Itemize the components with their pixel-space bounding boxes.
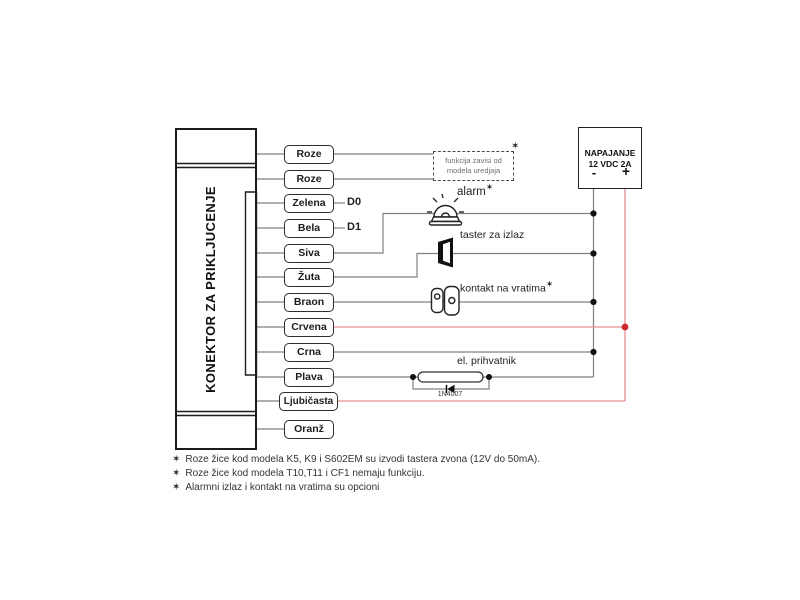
wire-label-crna: Crna [284, 342, 334, 362]
wire-zuta-taster [334, 254, 594, 278]
power-title-line2: 12 VDC 2A [588, 159, 632, 169]
wire-label-roze-1: Roze [284, 144, 334, 164]
electric-strike-icon [418, 372, 483, 382]
wire-label-ljubicasta: Ljubičasta [279, 391, 338, 411]
alarm-label: alarm✶ [457, 182, 494, 198]
connector-title-text: KONEKTOR ZA PRIKLJUCENJE [202, 185, 218, 393]
footnote-2-star: ✶ [172, 468, 181, 479]
alarm-star: ✶ [485, 182, 494, 192]
wire-label-braon: Braon [284, 292, 334, 312]
footnote-2-text: Roze žice kod modela T10,T11 i CF1 nemaj… [185, 468, 425, 479]
door-contact-star: ✶ [545, 279, 554, 289]
connector-title: KONEKTOR ZA PRIKLJUCENJE [172, 128, 248, 450]
door-contact-label: kontakt na vratima✶ [460, 279, 554, 295]
junction-dots [410, 210, 629, 380]
alarm-icon [427, 194, 464, 225]
footnote-1: ✶ Roze žice kod modela K5, K9 i S602EM s… [172, 454, 540, 468]
wire-label-bela: Bela [284, 218, 334, 238]
footnote-1-text: Roze žice kod modela K5, K9 i S602EM su … [185, 454, 541, 465]
footnote-1-star: ✶ [172, 454, 181, 465]
wire-label-zelena: Zelena [284, 193, 334, 213]
power-title-line1: NAPAJANJE [584, 148, 636, 158]
function-box-line2: modela uredjaja [446, 166, 501, 175]
connector-box [175, 128, 257, 450]
wire-label-siva: Siva [284, 243, 334, 263]
footnote-2: ✶ Roze žice kod modela T10,T11 i CF1 nem… [172, 468, 540, 482]
power-supply-box: NAPAJANJE 12 VDC 2A - + [578, 127, 642, 189]
diode-part-number: 1N4007 [437, 391, 463, 398]
footnotes: ✶ Roze žice kod modela K5, K9 i S602EM s… [172, 454, 540, 496]
power-minus-terminal: - [591, 165, 597, 180]
diode-icon [447, 384, 455, 394]
function-box-star: ✶ [511, 141, 520, 152]
signal-d1-label: D1 [347, 221, 362, 233]
electric-strike-label: el. prihvatnik [457, 355, 516, 367]
exit-button-door-icon [438, 237, 453, 268]
wire-label-roze-2: Roze [284, 169, 334, 189]
signal-wires [334, 154, 625, 401]
wire-siva-alarm [334, 214, 594, 254]
door-contact-icon [432, 287, 460, 316]
wire-label-plava: Plava [284, 367, 334, 387]
wire-label-crvena: Crvena [284, 317, 334, 337]
footnote-3-text: Alarmni izlaz i kontakt na vratima su op… [185, 482, 380, 493]
footnote-3-star: ✶ [172, 482, 181, 493]
connector-stub-wires [257, 154, 284, 429]
power-plus-terminal: + [621, 163, 631, 179]
wire-diode-loop [413, 377, 489, 389]
signal-d0-label: D0 [347, 196, 362, 208]
footnote-3: ✶ Alarmni izlaz i kontakt na vratima su … [172, 482, 540, 496]
function-box-line1: funkcija zavisi od [445, 156, 502, 165]
wire-label-oranz: Oranž [284, 419, 334, 439]
exit-button-label: taster za izlaz [460, 229, 525, 241]
wire-label-zuta: Žuta [284, 267, 334, 287]
function-depends-box: funkcija zavisi od modela uredjaja [433, 151, 514, 181]
